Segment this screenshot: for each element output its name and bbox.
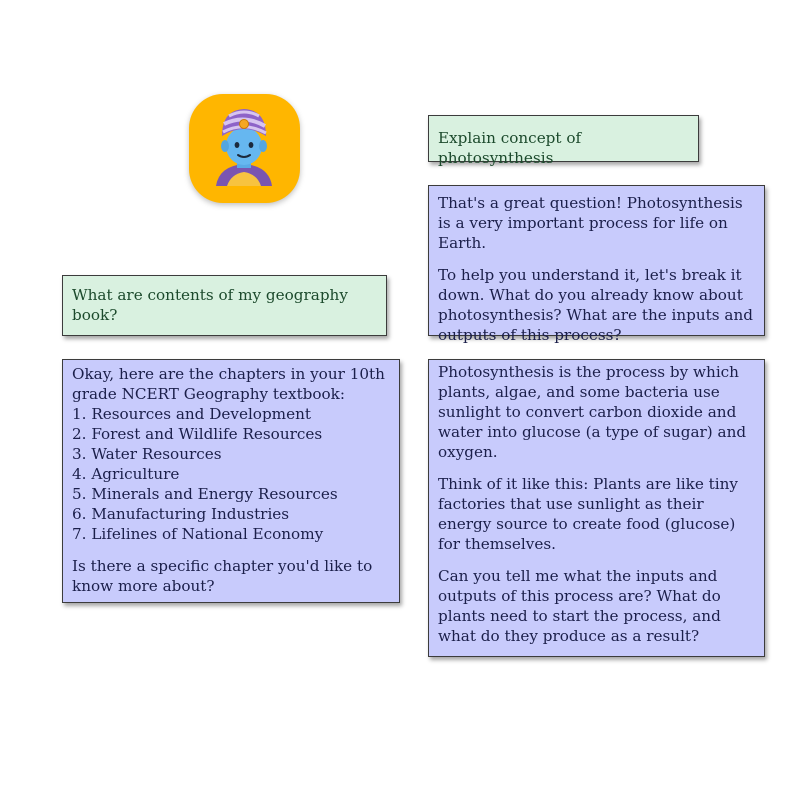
user-message-geography: What are contents of my geography book? (62, 275, 387, 336)
assistant-message-followup: Is there a specific chapter you'd like t… (72, 557, 373, 595)
chapter-item: 5. Minerals and Energy Resources (72, 485, 338, 503)
avatar (189, 94, 300, 203)
user-message-text: Explain concept of photosynthesis (438, 129, 582, 167)
chapter-item: 4. Agriculture (72, 465, 180, 483)
assistant-paragraph: Photosynthesis is the process by which p… (438, 363, 747, 461)
assistant-message-photosynthesis-1: That's a great question! Photosynthesis … (428, 185, 765, 344)
user-message-text: What are contents of my geography book? (72, 286, 348, 324)
chapter-item: 2. Forest and Wildlife Resources (72, 425, 323, 443)
genie-icon (216, 109, 272, 186)
assistant-message-photosynthesis-2: Photosynthesis is the process by which p… (428, 359, 765, 657)
assistant-paragraph: To help you understand it, let's break i… (438, 266, 753, 344)
chapter-item: 7. Lifelines of National Economy (72, 525, 324, 543)
user-message-photosynthesis: Explain concept of photosynthesis (428, 115, 699, 167)
assistant-message-geography: Okay, here are the chapters in your 10th… (62, 359, 400, 603)
chapter-item: 6. Manufacturing Industries (72, 505, 290, 523)
assistant-paragraph: Think of it like this: Plants are like t… (438, 475, 738, 553)
chapter-list: 1. Resources and Development 2. Forest a… (72, 404, 390, 544)
assistant-message-intro: Okay, here are the chapters in your 10th… (72, 365, 385, 403)
assistant-paragraph: That's a great question! Photosynthesis … (438, 194, 743, 252)
chapter-item: 3. Water Resources (72, 445, 222, 463)
assistant-paragraph: Can you tell me what the inputs and outp… (438, 567, 721, 645)
chapter-item: 1. Resources and Development (72, 405, 311, 423)
